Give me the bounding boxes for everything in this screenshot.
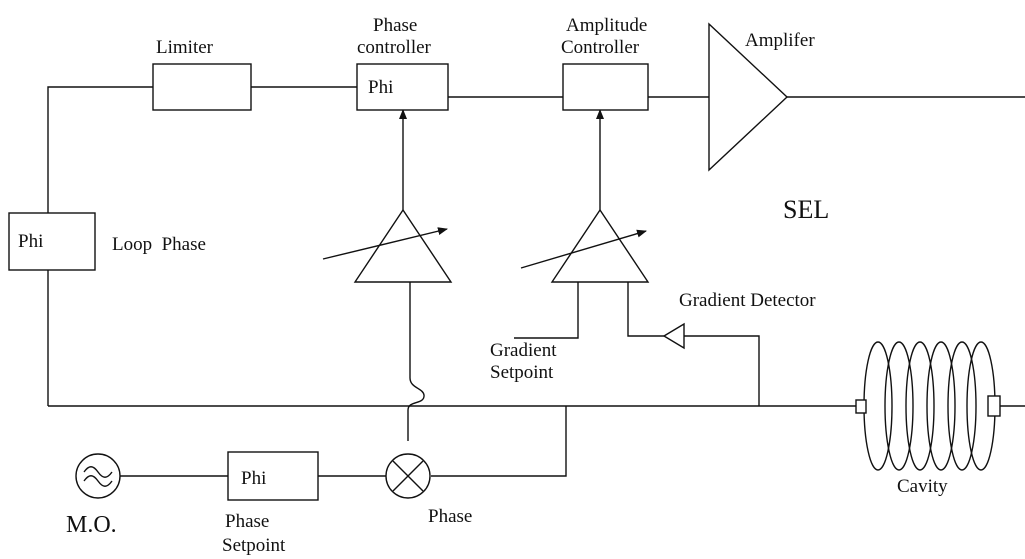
amplifier-label: Amplifer: [745, 30, 815, 51]
phase-controller-label-line1: Phase: [373, 15, 417, 36]
phase-controller-phi: Phi: [368, 77, 393, 98]
loop-phase-label: Loop Phase: [112, 234, 206, 255]
phase-detector-label: Phase: [428, 506, 472, 527]
phase-detector-mixer: [385, 453, 431, 499]
wiring: [47, 86, 1025, 477]
limiter-box: [152, 63, 252, 111]
amplitude-controller-label-line2: Controller: [561, 37, 640, 58]
amplitude-controller-box: [562, 63, 649, 111]
amplitude-variable-amplifier: [550, 208, 650, 283]
limiter-label: Limiter: [156, 37, 214, 58]
gradient-setpoint-label-line1: Gradient: [490, 340, 557, 361]
gradient-detector-triangle: [662, 322, 685, 350]
phase-setpoint-box: [227, 451, 319, 501]
gradient-detector-label: Gradient Detector: [679, 290, 816, 311]
cavity-output-coupler: [987, 395, 1001, 417]
sine-wave-icon: [83, 466, 113, 478]
master-oscillator-label: M.O.: [66, 512, 117, 538]
cavity-label: Cavity: [897, 476, 948, 497]
phase-controller-box: [356, 63, 449, 111]
phase-controller-label-line2: controller: [357, 37, 432, 58]
sel-label: SEL: [783, 195, 829, 224]
loop-phase-box: [8, 212, 96, 271]
cavity-input-coupler: [855, 399, 867, 414]
phase-setpoint-label-line1: Phase: [225, 511, 269, 532]
cavity-resonator: [855, 341, 1001, 471]
amplitude-controller-label-line1: Amplitude: [566, 15, 647, 36]
phase-setpoint-label-line2: Setpoint: [222, 535, 286, 556]
master-oscillator: [75, 453, 121, 499]
loop-phase-phi: Phi: [18, 231, 43, 252]
amplifier-triangle: [708, 22, 789, 172]
phase-setpoint-phi: Phi: [241, 468, 266, 489]
gradient-setpoint-label-line2: Setpoint: [490, 362, 554, 383]
phase-variable-arrow: [322, 227, 448, 260]
amplitude-variable-arrow: [520, 229, 647, 269]
phase-variable-amplifier: [353, 208, 453, 283]
